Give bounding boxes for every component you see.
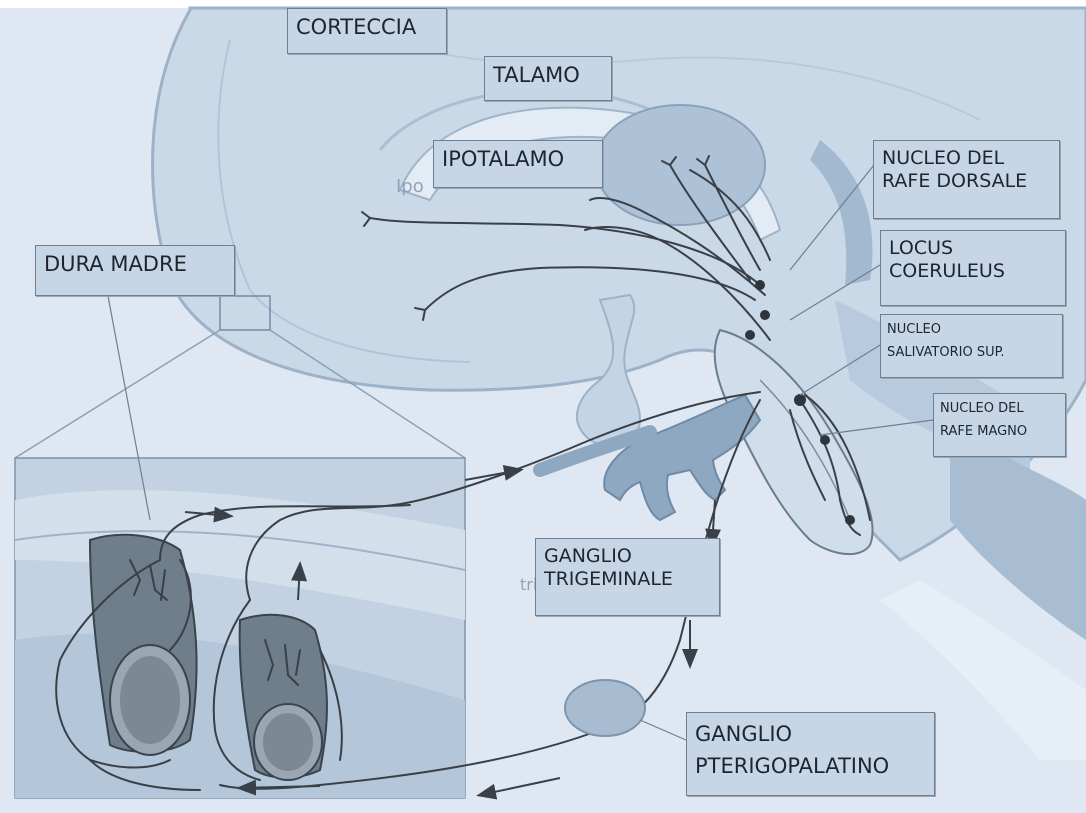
thalamus-shape	[595, 105, 765, 225]
label-locus-coeruleus-line2: COERULEUS	[889, 260, 1057, 283]
label-ganglio-pterigopalatino-line2: PTERIGOPALATINO	[695, 751, 926, 783]
label-ipotalamo: IPOTALAMO	[433, 140, 603, 188]
blood-vessel-right	[240, 615, 327, 780]
label-locus-coeruleus: LOCUS COERULEUS	[880, 230, 1066, 306]
blood-vessel-left	[90, 535, 197, 755]
label-ganglio-pterigopalatino: GANGLIO PTERIGOPALATINO	[686, 712, 935, 796]
label-corteccia-text: CORTECCIA	[296, 15, 438, 41]
label-nucleo-salivatorio-line1: NUCLEO	[887, 319, 1056, 342]
label-ganglio-trigeminale-line1: GANGLIO	[544, 545, 711, 568]
label-ipotalamo-text: IPOTALAMO	[442, 147, 594, 173]
label-ganglio-pterigopalatino-line1: GANGLIO	[695, 719, 926, 751]
label-nucleo-rafe-magno-line2: RAFE MAGNO	[940, 421, 1059, 444]
label-ganglio-trigeminale: GANGLIO TRIGEMINALE	[535, 538, 720, 616]
faint-ipo-text: Ipo	[396, 176, 424, 197]
label-nucleo-rafe-magno-line1: NUCLEO DEL	[940, 398, 1059, 421]
label-locus-coeruleus-line1: LOCUS	[889, 237, 1057, 260]
label-dura-madre-text: DURA MADRE	[44, 252, 226, 278]
label-nucleo-salivatorio-line2: SALIVATORIO SUP.	[887, 342, 1056, 365]
label-nucleo-salivatorio: NUCLEO SALIVATORIO SUP.	[880, 314, 1063, 378]
label-ganglio-trigeminale-line2: TRIGEMINALE	[544, 568, 711, 591]
label-talamo-text: TALAMO	[493, 63, 603, 89]
label-nucleo-rafe-dorsale-line1: NUCLEO DEL	[882, 147, 1051, 170]
pterygopalatine-ganglion-shape	[565, 680, 645, 736]
label-nucleo-rafe-dorsale-line2: RAFE DORSALE	[882, 170, 1051, 193]
label-talamo: TALAMO	[484, 56, 612, 101]
label-corteccia: CORTECCIA	[287, 8, 447, 54]
label-nucleo-rafe-magno: NUCLEO DEL RAFE MAGNO	[933, 393, 1066, 457]
label-dura-madre: DURA MADRE	[35, 245, 235, 296]
label-nucleo-rafe-dorsale: NUCLEO DEL RAFE DORSALE	[873, 140, 1060, 219]
